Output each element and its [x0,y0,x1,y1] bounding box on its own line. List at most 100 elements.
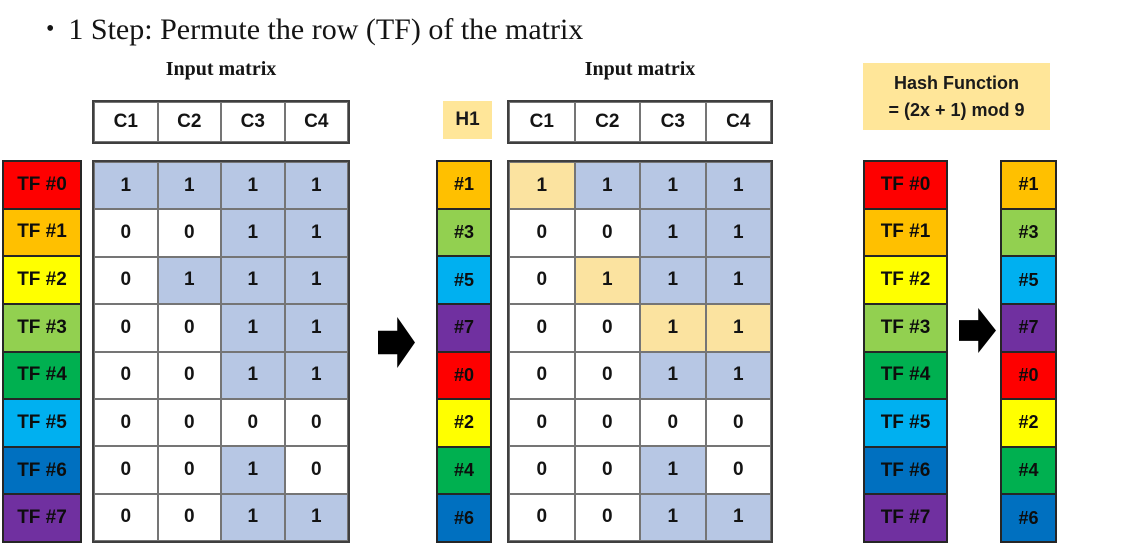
hash-row-label: #0 [1000,352,1057,401]
matrix-cell: 1 [221,209,285,257]
column-header: C2 [157,102,221,142]
hash-column-header: H1 [443,101,492,139]
matrix-cell: 1 [157,162,221,210]
matrix-cell: 0 [574,351,640,399]
hash-row-label: #5 [1000,257,1057,305]
matrix-cell: 1 [284,304,348,352]
matrix-cell: 1 [221,304,285,352]
matrix-cell: 0 [94,256,158,305]
tf-row-label: TF #2 [863,257,948,305]
matrix-cell: 1 [221,351,285,399]
matrix-cell: 0 [509,493,575,541]
matrix-cell: 0 [574,493,640,541]
matrix-cell: 1 [705,304,771,352]
column-header: C4 [705,102,771,142]
tf-row-label: TF #3 [2,304,82,353]
hash-row-label: #2 [436,400,492,448]
matrix-cell: 1 [705,162,771,210]
tf-row-label: TF #6 [863,447,948,496]
middle-hash-label-column: #1#3#5#7#0#2#4#6 [436,160,492,543]
matrix-cell: 1 [640,256,706,305]
hash-row-label: #3 [1000,209,1057,258]
matrix-cell: 0 [640,398,706,447]
matrix-cell: 0 [574,398,640,447]
hash-row-label: #2 [1000,400,1057,448]
hash-function-box: Hash Function = (2x + 1) mod 9 [863,63,1050,130]
matrix-cell: 0 [157,398,221,447]
hash-row-label: #6 [436,495,492,543]
matrix-cell: 1 [640,446,706,494]
tf-row-label: TF #1 [863,209,948,258]
matrix-cell: 0 [157,209,221,257]
matrix-cell: 0 [574,304,640,352]
bullet-icon: • [46,16,55,42]
column-header: C4 [284,102,348,142]
matrix-cell: 1 [221,493,285,541]
matrix-cell: 1 [284,162,348,210]
tf-row-label: TF #0 [863,160,948,210]
matrix-cell: 0 [94,493,158,541]
matrix-cell: 0 [509,446,575,494]
tf-row-label: TF #4 [2,352,82,401]
matrix-cell: 0 [94,351,158,399]
matrix-cell: 1 [94,162,158,210]
matrix-cell: 1 [509,162,575,210]
left-matrix-title: Input matrix [165,58,277,80]
matrix-cell: 1 [640,351,706,399]
hash-row-label: #1 [436,160,492,210]
hash-row-label: #7 [436,304,492,353]
matrix-cell: 1 [284,209,348,257]
matrix-cell: 1 [705,256,771,305]
matrix-cell: 0 [94,209,158,257]
tf-row-label: TF #7 [863,495,948,543]
matrix-cell: 1 [221,162,285,210]
matrix-cell: 1 [640,209,706,257]
matrix-cell: 1 [705,351,771,399]
tf-row-label: TF #4 [863,352,948,401]
matrix-cell: 1 [574,162,640,210]
tf-row-label: TF #2 [2,257,82,305]
matrix-cell: 1 [221,256,285,305]
hash-row-label: #1 [1000,160,1057,210]
matrix-cell: 0 [705,446,771,494]
matrix-cell: 1 [284,351,348,399]
matrix-cell: 0 [94,304,158,352]
matrix-cell: 0 [509,351,575,399]
matrix-cell: 0 [574,209,640,257]
hash-row-label: #6 [1000,495,1057,543]
matrix-cell: 1 [640,493,706,541]
matrix-cell: 0 [509,209,575,257]
slide-title: •1 Step: Permute the row (TF) of the mat… [46,13,583,47]
tf-row-label: TF #7 [2,495,82,543]
hash-function-line1: Hash Function [894,73,1019,94]
matrix-cell: 0 [157,304,221,352]
matrix-cell: 1 [574,256,640,305]
matrix-cell: 0 [221,398,285,447]
matrix-cell: 0 [157,446,221,494]
tf-row-label: TF #0 [2,160,82,210]
hash-row-label: #3 [436,209,492,258]
column-header: C1 [94,102,158,142]
matrix-cell: 0 [574,446,640,494]
matrix-cell: 0 [509,304,575,352]
matrix-cell: 1 [284,493,348,541]
matrix-cell: 1 [157,256,221,305]
matrix-cell: 0 [284,446,348,494]
matrix-cell: 0 [94,398,158,447]
hash-row-label: #0 [436,352,492,401]
tf-row-label: TF #3 [863,304,948,353]
column-header: C2 [574,102,640,142]
hash-row-label: #4 [436,447,492,496]
tf-row-label: TF #5 [863,400,948,448]
matrix-cell: 0 [94,446,158,494]
hash-row-label: #7 [1000,304,1057,353]
matrix-cell: 0 [284,398,348,447]
hash-function-line2: = (2x + 1) mod 9 [888,99,1025,120]
